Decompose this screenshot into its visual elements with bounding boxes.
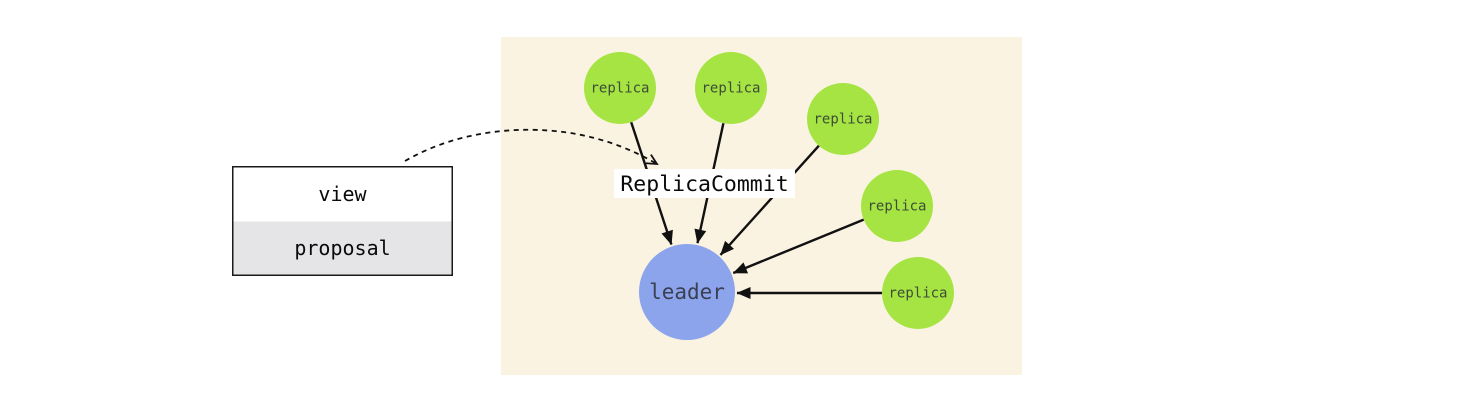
message-label-group: ReplicaCommit: [614, 169, 795, 198]
message-label: ReplicaCommit: [620, 172, 788, 197]
replica-node-5: replica: [882, 257, 954, 329]
field-proposal-label: proposal: [294, 236, 390, 260]
dashed-arrow-box-to-message: [404, 128, 659, 166]
field-view-label: view: [318, 182, 367, 206]
struct-box-border: [232, 166, 453, 276]
message-label-background: [614, 169, 795, 198]
message-struct-box: view proposal: [232, 166, 453, 276]
field-proposal-cell: [233, 221, 452, 275]
replica-circle: [807, 83, 879, 155]
replica-node-label: replica: [867, 199, 926, 215]
leader-circle: [639, 244, 735, 340]
replica-node-label: replica: [888, 286, 947, 302]
replica-node-1: replica: [584, 52, 656, 124]
leader-node: leader: [639, 244, 735, 340]
replica-node-3: replica: [807, 83, 879, 155]
arrow-replica4-to-leader: [732, 218, 865, 275]
replica-node-label: replica: [701, 81, 760, 97]
replica-circle: [882, 257, 954, 329]
replica-circle: [861, 170, 933, 242]
replica-node-2: replica: [695, 52, 767, 124]
replica-node-4: replica: [861, 170, 933, 242]
replica-circle: [584, 52, 656, 124]
arrow-replica3-to-leader: [719, 144, 820, 256]
replica-circle: [695, 52, 767, 124]
replica-node-label: replica: [813, 112, 872, 128]
replica-node-label: replica: [590, 81, 649, 97]
leader-node-label: leader: [649, 280, 725, 304]
